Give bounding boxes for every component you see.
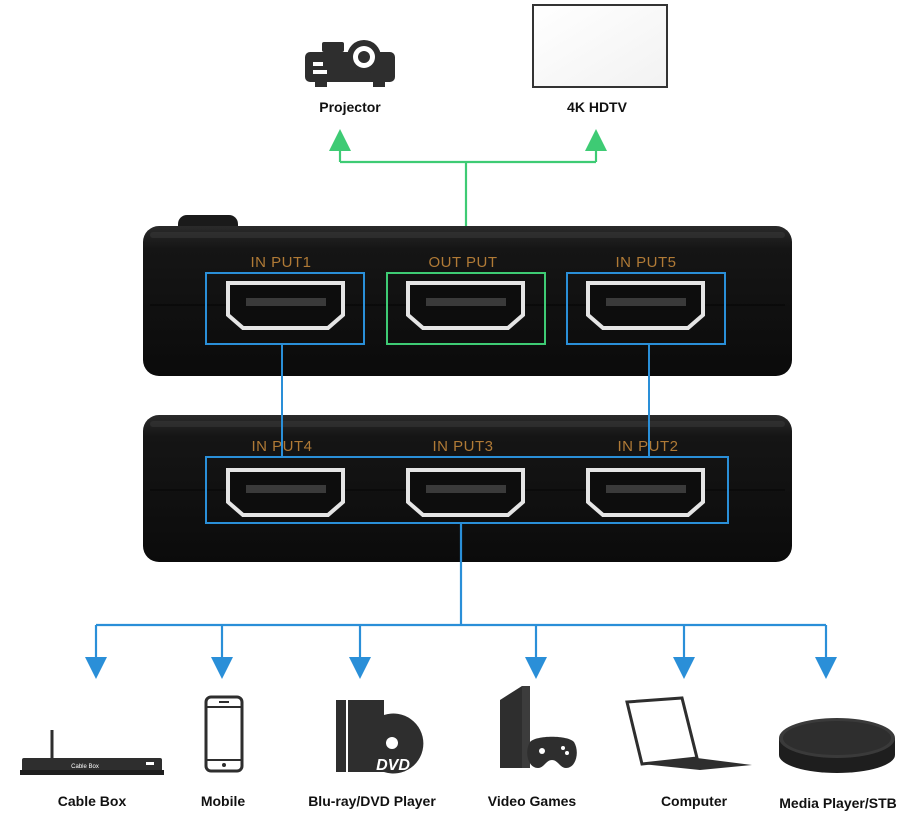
hdmi-port (586, 468, 705, 517)
source-label: Media Player/STB (779, 795, 897, 811)
port-label-input5: IN PUT5 (615, 254, 676, 271)
source-media-player: Media Player/STB (779, 718, 897, 811)
game-console-icon (500, 686, 577, 768)
switch-top: IN PUT1 OUT PUT IN PUT5 (143, 215, 792, 376)
tv-icon (532, 4, 668, 88)
hdmi-port (586, 281, 705, 330)
output-highlight (386, 272, 546, 345)
port-label-input1: IN PUT1 (250, 254, 311, 271)
cable-box-icon: Cable Box (20, 730, 164, 775)
hdmi-port (226, 281, 345, 330)
hdmi-port (226, 468, 345, 517)
source-label: Mobile (201, 793, 246, 809)
source-label: Computer (661, 793, 728, 809)
tv-device: 4K HDTV (532, 4, 668, 115)
cable-box-brand-text: Cable Box (71, 764, 99, 770)
projector-device: Projector (305, 40, 395, 115)
tv-label: 4K HDTV (567, 99, 628, 115)
source-label: Blu-ray/DVD Player (308, 793, 436, 809)
dvd-logo-text: DVD (376, 757, 410, 774)
port-label-input2: IN PUT2 (617, 438, 678, 455)
input-links (281, 344, 650, 457)
dvd-player-icon: DVD (336, 700, 424, 774)
source-cable-box: Cable Box Cable Box (20, 730, 164, 809)
switch-bottom: IN PUT4 IN PUT3 IN PUT2 (143, 415, 792, 562)
source-label: Video Games (488, 793, 577, 809)
input1-highlight (205, 272, 365, 345)
inputs-highlight (205, 456, 729, 524)
port-label-input3: IN PUT3 (432, 438, 493, 455)
media-player-icon (779, 718, 895, 773)
source-computer: Computer (625, 696, 752, 809)
hdmi-port (406, 281, 525, 330)
port-label-output: OUT PUT (428, 254, 497, 271)
source-mobile: Mobile (201, 695, 246, 809)
projector-icon (305, 40, 395, 87)
source-connector (85, 523, 837, 679)
source-label: Cable Box (58, 793, 127, 809)
source-video-games: Video Games (488, 686, 577, 809)
hdmi-port (406, 468, 525, 517)
mobile-phone-icon (204, 695, 244, 773)
source-dvd-player: DVD Blu-ray/DVD Player (308, 700, 436, 809)
input5-highlight (566, 272, 726, 345)
projector-label: Projector (319, 99, 381, 115)
laptop-icon (625, 696, 752, 770)
